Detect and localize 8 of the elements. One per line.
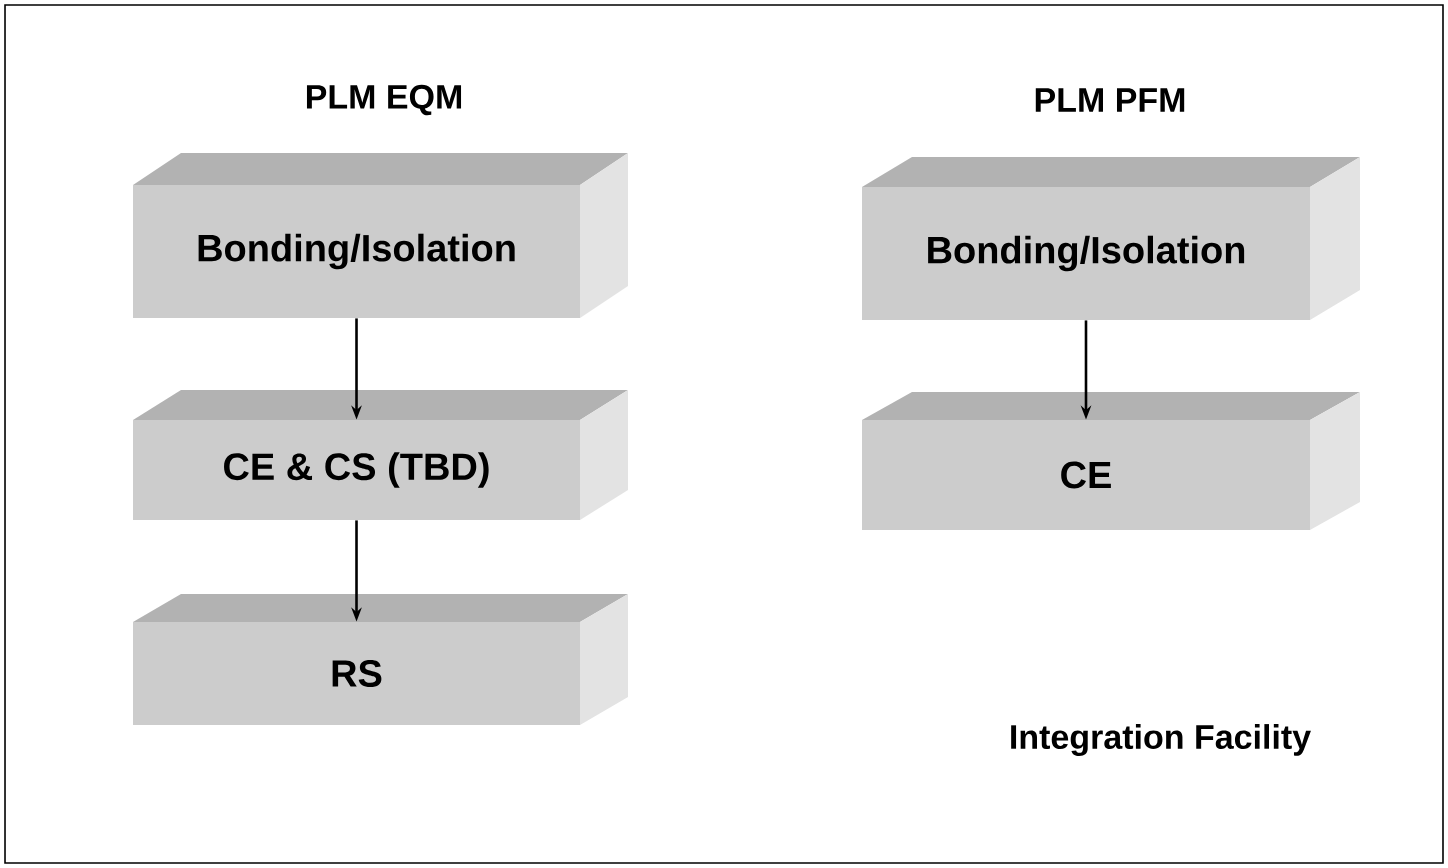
slab-box: Bonding/Isolation [133,153,628,318]
facility-label: Integration Facility [1011,724,1311,756]
heading: PLM PFM [1035,88,1185,112]
slab-box: CE [862,392,1360,530]
heading: PLM EQM [306,84,462,116]
slab-box: RS [133,594,628,725]
slab-box: Bonding/Isolation [862,157,1360,320]
slab-box: CE & CS (TBD) [133,390,628,520]
